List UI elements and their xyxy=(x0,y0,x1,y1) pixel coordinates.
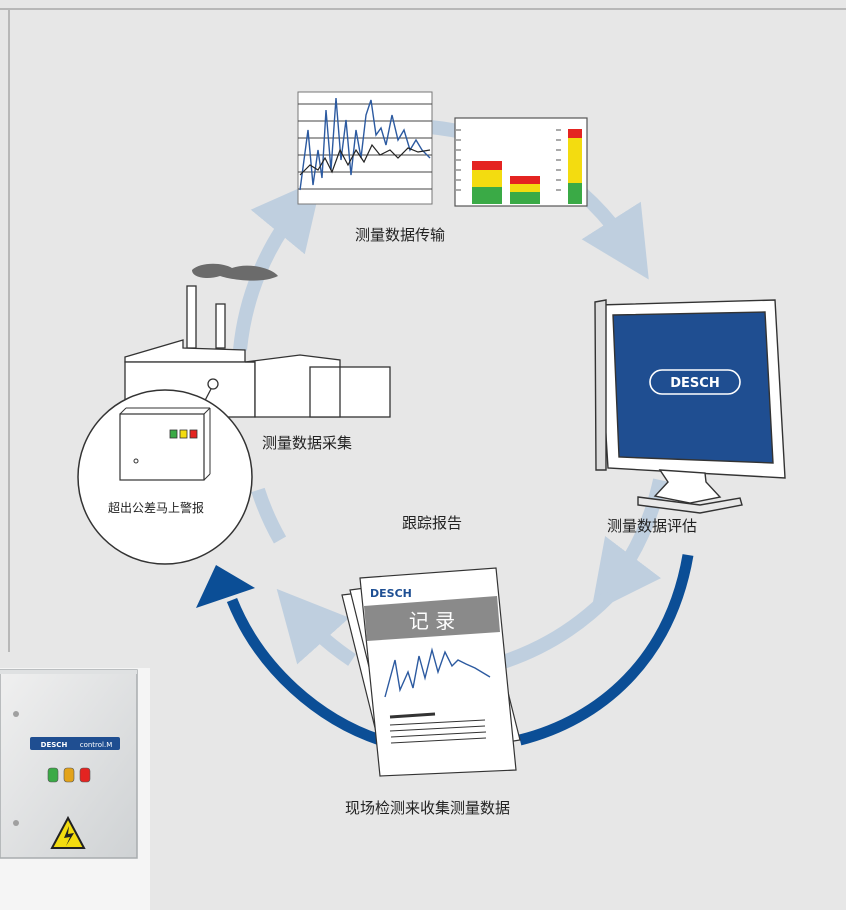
report-header: DESCH xyxy=(370,587,412,600)
monitor-logo-text: DESCH xyxy=(670,376,719,391)
panel-control-text: control.M xyxy=(80,741,113,749)
label-transmission: 测量数据传输 xyxy=(355,226,446,244)
panel-logo-text: DESCH xyxy=(41,741,68,749)
bar-chart-icon xyxy=(454,117,588,207)
feedback-arrow-right xyxy=(518,554,694,746)
label-tracking-report: 跟踪报告 xyxy=(402,514,463,532)
control-panel-label xyxy=(30,737,120,750)
arrow-into-report xyxy=(497,590,616,670)
arrow-report-to-collection xyxy=(276,588,356,666)
label-alarm: 超出公差马上警报 xyxy=(108,501,205,515)
feedback-arrow xyxy=(196,554,694,746)
label-evaluation: 测量数据评估 xyxy=(607,517,698,535)
arrow-evaluation-to-report xyxy=(590,478,667,613)
report-title: 记 录 xyxy=(409,609,455,633)
report-icon xyxy=(341,567,521,777)
report-title-band xyxy=(364,596,500,641)
control-box-icon xyxy=(77,389,253,565)
line-chart-icon xyxy=(297,91,433,205)
feedback-arrowhead xyxy=(196,565,255,608)
smoke xyxy=(192,263,278,281)
monitor-icon xyxy=(594,299,786,514)
feedback-arrow-left xyxy=(226,597,382,746)
factory-icon xyxy=(124,263,391,418)
label-onsite: 现场检测来收集测量数据 xyxy=(345,799,511,817)
label-collection: 测量数据采集 xyxy=(262,434,353,452)
control-panel-photo xyxy=(0,668,150,910)
arrow-collection-segment xyxy=(251,487,287,544)
